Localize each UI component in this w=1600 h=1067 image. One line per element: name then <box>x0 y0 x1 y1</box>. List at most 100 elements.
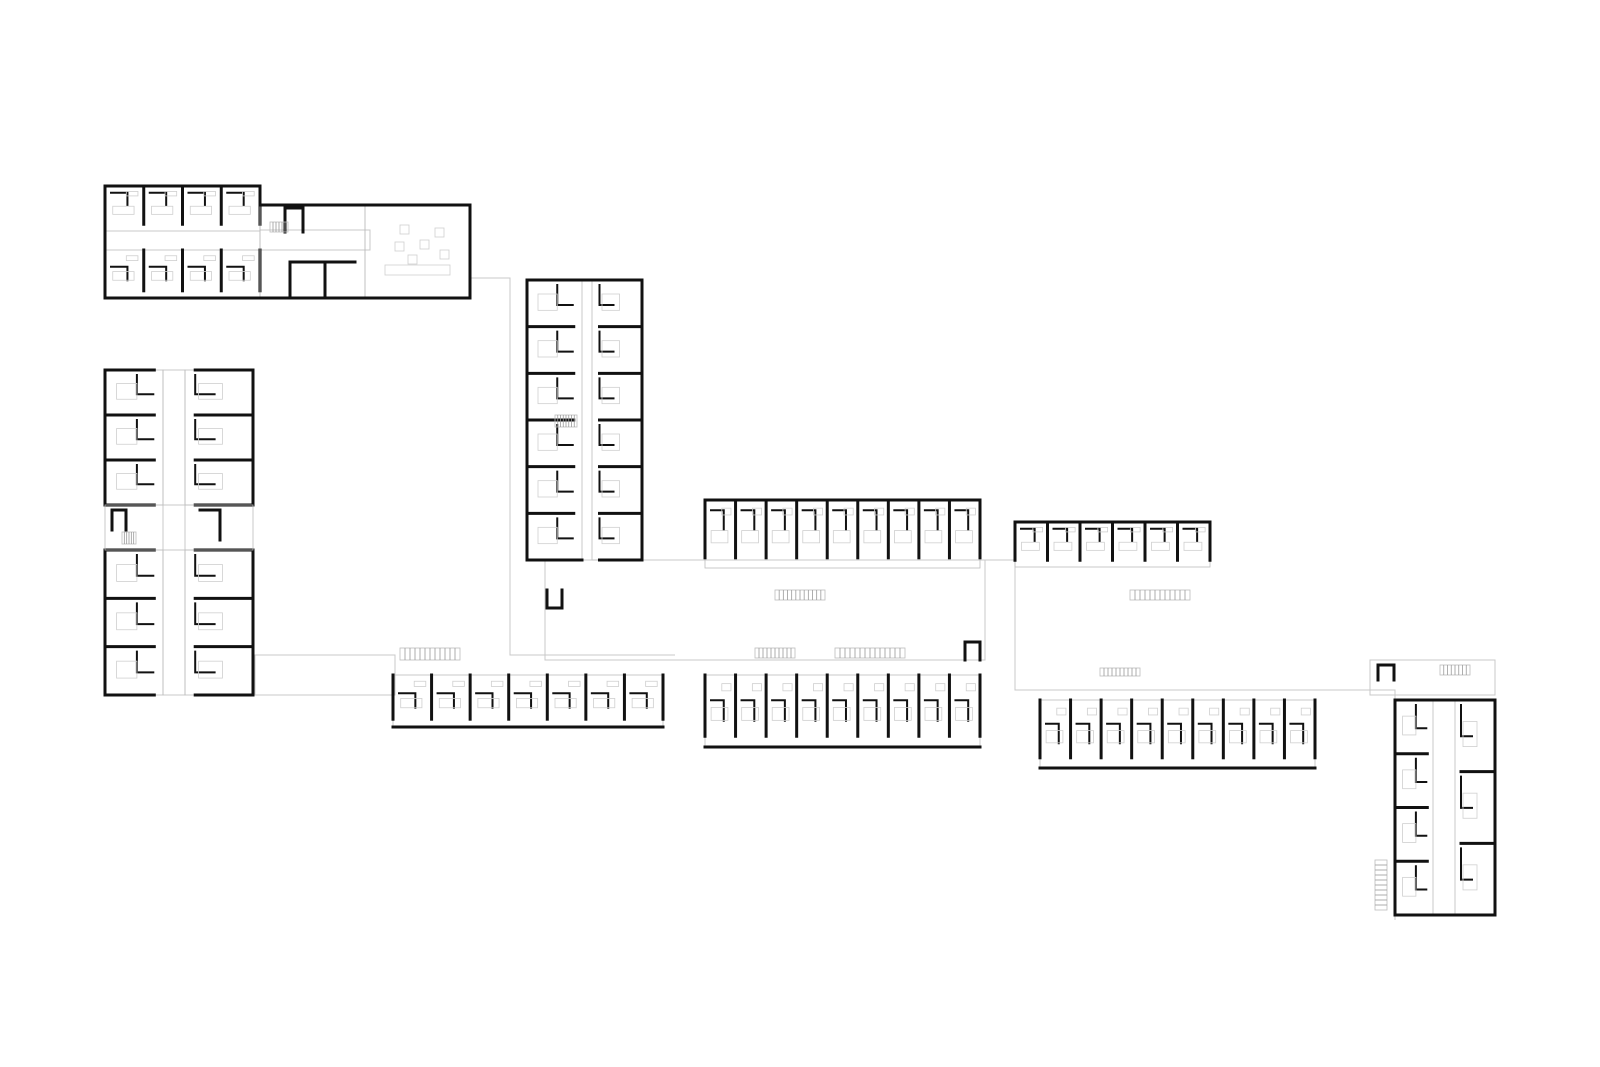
bed <box>741 707 759 721</box>
bathroom-wall <box>398 692 417 709</box>
desk <box>529 680 542 687</box>
bathroom-wall <box>1020 527 1036 543</box>
stairs <box>121 221 1471 911</box>
bathroom-wall <box>832 699 847 722</box>
middle-row-north <box>703 498 982 662</box>
bathroom-wall <box>1258 722 1274 745</box>
bed <box>116 660 138 679</box>
bed <box>1021 541 1040 551</box>
corridors <box>162 229 1496 920</box>
service-walls <box>258 203 367 300</box>
bed <box>116 564 138 582</box>
bed <box>1229 730 1247 744</box>
desk <box>1097 527 1109 533</box>
desk <box>935 507 946 516</box>
bed <box>601 480 620 498</box>
table <box>399 224 410 235</box>
bathroom-wall <box>556 377 574 400</box>
bathroom-wall <box>1414 704 1428 730</box>
bed <box>955 707 973 721</box>
bathroom-wall <box>194 650 216 674</box>
desk <box>935 683 946 692</box>
service-block <box>259 204 366 299</box>
bed <box>771 707 790 721</box>
bed <box>924 707 943 721</box>
bathroom-wall <box>598 470 615 493</box>
staircase <box>1374 859 1388 911</box>
staircase <box>1099 667 1141 677</box>
bathroom-wall <box>598 377 615 400</box>
bathroom-wall <box>590 692 610 709</box>
bathroom-wall <box>556 330 574 353</box>
bed <box>1462 792 1478 819</box>
staircase <box>1439 664 1471 676</box>
bed <box>1137 730 1155 744</box>
bed <box>112 271 135 281</box>
desk <box>125 255 139 261</box>
bed <box>601 526 620 545</box>
bathroom-wall <box>436 692 455 709</box>
south-row-a <box>391 673 665 729</box>
bathroom-wall <box>598 424 615 446</box>
bed <box>710 707 729 721</box>
bed <box>894 707 912 721</box>
bed <box>1151 541 1170 551</box>
bed <box>198 473 223 490</box>
east-tower <box>1376 663 1497 917</box>
bed <box>1198 730 1217 744</box>
desk <box>751 507 762 516</box>
desk <box>965 683 976 692</box>
bed <box>802 707 820 721</box>
bathroom-wall <box>194 419 216 441</box>
desk <box>452 680 465 687</box>
desk <box>813 507 824 516</box>
common-room <box>364 204 471 299</box>
bathroom-wall <box>1045 722 1060 745</box>
bathroom-wall <box>135 554 155 577</box>
bed <box>189 205 212 215</box>
bathroom-wall <box>893 699 909 722</box>
bed <box>537 340 558 358</box>
desk <box>1209 707 1220 716</box>
bed <box>1053 541 1073 551</box>
bathroom-wall <box>1150 527 1166 543</box>
north-west-corridor <box>259 229 371 251</box>
bathroom-wall <box>556 284 574 306</box>
bathroom-wall <box>862 699 878 722</box>
lift-core-wall <box>110 508 128 532</box>
bathroom-wall <box>801 699 817 722</box>
bed <box>1290 730 1308 744</box>
row-outline <box>392 674 664 728</box>
bathroom-wall <box>954 509 970 531</box>
bathroom-wall <box>194 464 216 486</box>
bathroom-wall <box>475 692 494 709</box>
bathroom-wall <box>110 265 129 282</box>
desk <box>1162 527 1174 533</box>
bed <box>863 707 882 721</box>
bathroom-wall <box>1414 865 1428 891</box>
bathroom-wall <box>740 699 756 722</box>
desk <box>645 680 658 687</box>
desk <box>242 190 255 197</box>
desk <box>568 680 581 687</box>
bed <box>1402 823 1417 843</box>
bed <box>955 530 973 544</box>
bed <box>601 386 620 405</box>
bathroom-wall <box>771 699 786 722</box>
bed <box>537 433 558 451</box>
bed <box>537 386 558 405</box>
bed <box>537 293 558 311</box>
courtyard-corridor <box>544 559 986 661</box>
bed <box>1167 730 1186 744</box>
desk <box>1129 527 1141 533</box>
bed <box>1402 769 1417 790</box>
bathroom-wall <box>893 509 909 531</box>
staircase <box>269 221 289 233</box>
table <box>407 254 418 265</box>
desk <box>203 190 216 197</box>
bathroom-wall <box>148 191 168 207</box>
bathroom-wall <box>1460 775 1473 809</box>
bathroom-wall <box>135 374 155 396</box>
west-wing <box>103 368 255 697</box>
bed <box>537 480 558 498</box>
